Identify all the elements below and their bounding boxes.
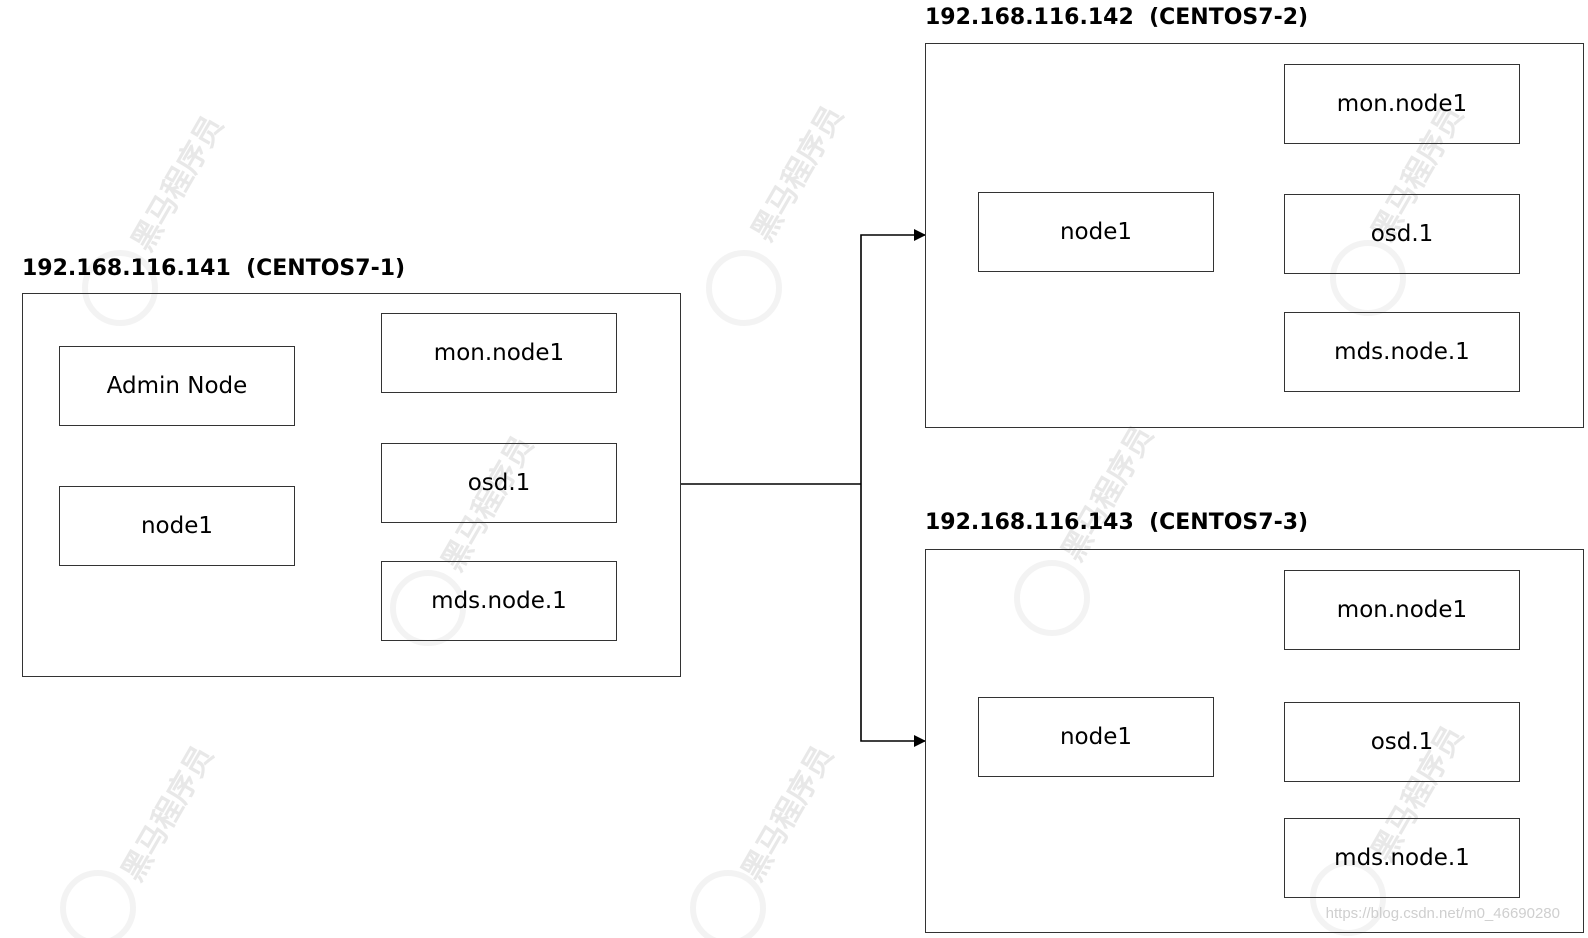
node-admin-node: Admin Node [59, 346, 295, 426]
host-title-centos7-3: 192.168.116.143 (CENTOS7-3) [925, 510, 1309, 535]
arrow-to-centos7-2 [860, 229, 926, 484]
watermark-text: 黑马程序员 [735, 740, 841, 888]
watermark-text: 黑马程序员 [1055, 420, 1161, 568]
node-mon-node1: mon.node1 [1284, 64, 1520, 144]
node-node1: node1 [978, 192, 1214, 272]
node-osd-1: osd.1 [1284, 702, 1520, 782]
node-mon-node1: mon.node1 [1284, 570, 1520, 650]
node-mds-node-1: mds.node.1 [381, 561, 617, 641]
host-box-centos7-1 [22, 293, 681, 677]
host-box-centos7-2 [925, 43, 1584, 428]
node-mon-node1: mon.node1 [381, 313, 617, 393]
arrow-to-centos7-3 [860, 484, 926, 747]
source-url: https://blog.csdn.net/m0_46690280 [1325, 905, 1560, 922]
watermark-text: 黑马程序员 [125, 110, 231, 258]
host-box-centos7-3 [925, 549, 1584, 933]
watermark-seal [690, 870, 766, 938]
host-title-centos7-2: 192.168.116.142 (CENTOS7-2) [925, 5, 1309, 30]
node-osd-1: osd.1 [381, 443, 617, 523]
host-title-centos7-1: 192.168.116.141 (CENTOS7-1) [22, 256, 406, 281]
watermark-text: 黑马程序员 [745, 100, 851, 248]
node-mds-node-1: mds.node.1 [1284, 818, 1520, 898]
node-mds-node-1: mds.node.1 [1284, 312, 1520, 392]
watermark-text: 黑马程序员 [115, 740, 221, 888]
node-osd-1: osd.1 [1284, 194, 1520, 274]
watermark-seal [60, 870, 136, 938]
node-node1: node1 [59, 486, 295, 566]
watermark-seal [706, 250, 782, 326]
node-node1: node1 [978, 697, 1214, 777]
